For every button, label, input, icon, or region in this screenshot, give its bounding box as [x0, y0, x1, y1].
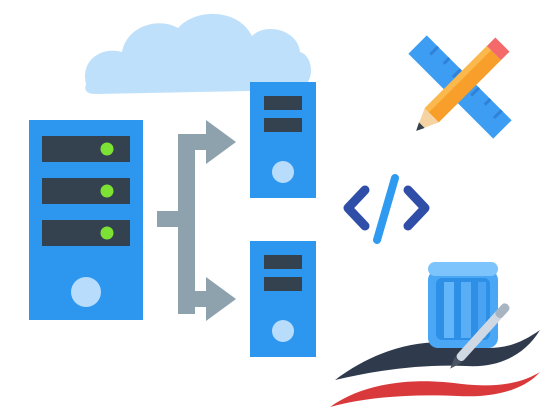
server-slot-2: [42, 178, 130, 204]
cloud-icon: [84, 13, 312, 95]
server-slot-1: [42, 136, 130, 162]
branch-arrows-icon: [157, 120, 236, 321]
ruler-pencil-icon: [408, 35, 512, 139]
status-led-1: [100, 142, 114, 156]
server-top-icon: [250, 82, 316, 198]
main-server-icon: [29, 120, 143, 320]
server-bottom-icon: [250, 241, 316, 357]
code-brackets-icon: [343, 174, 430, 244]
server-slot-3: [42, 220, 130, 246]
status-led-3: [100, 226, 114, 240]
server-power-circle: [71, 277, 101, 307]
status-led-2: [100, 184, 114, 198]
storage-cylinder-with-pen-icon: [330, 262, 540, 407]
